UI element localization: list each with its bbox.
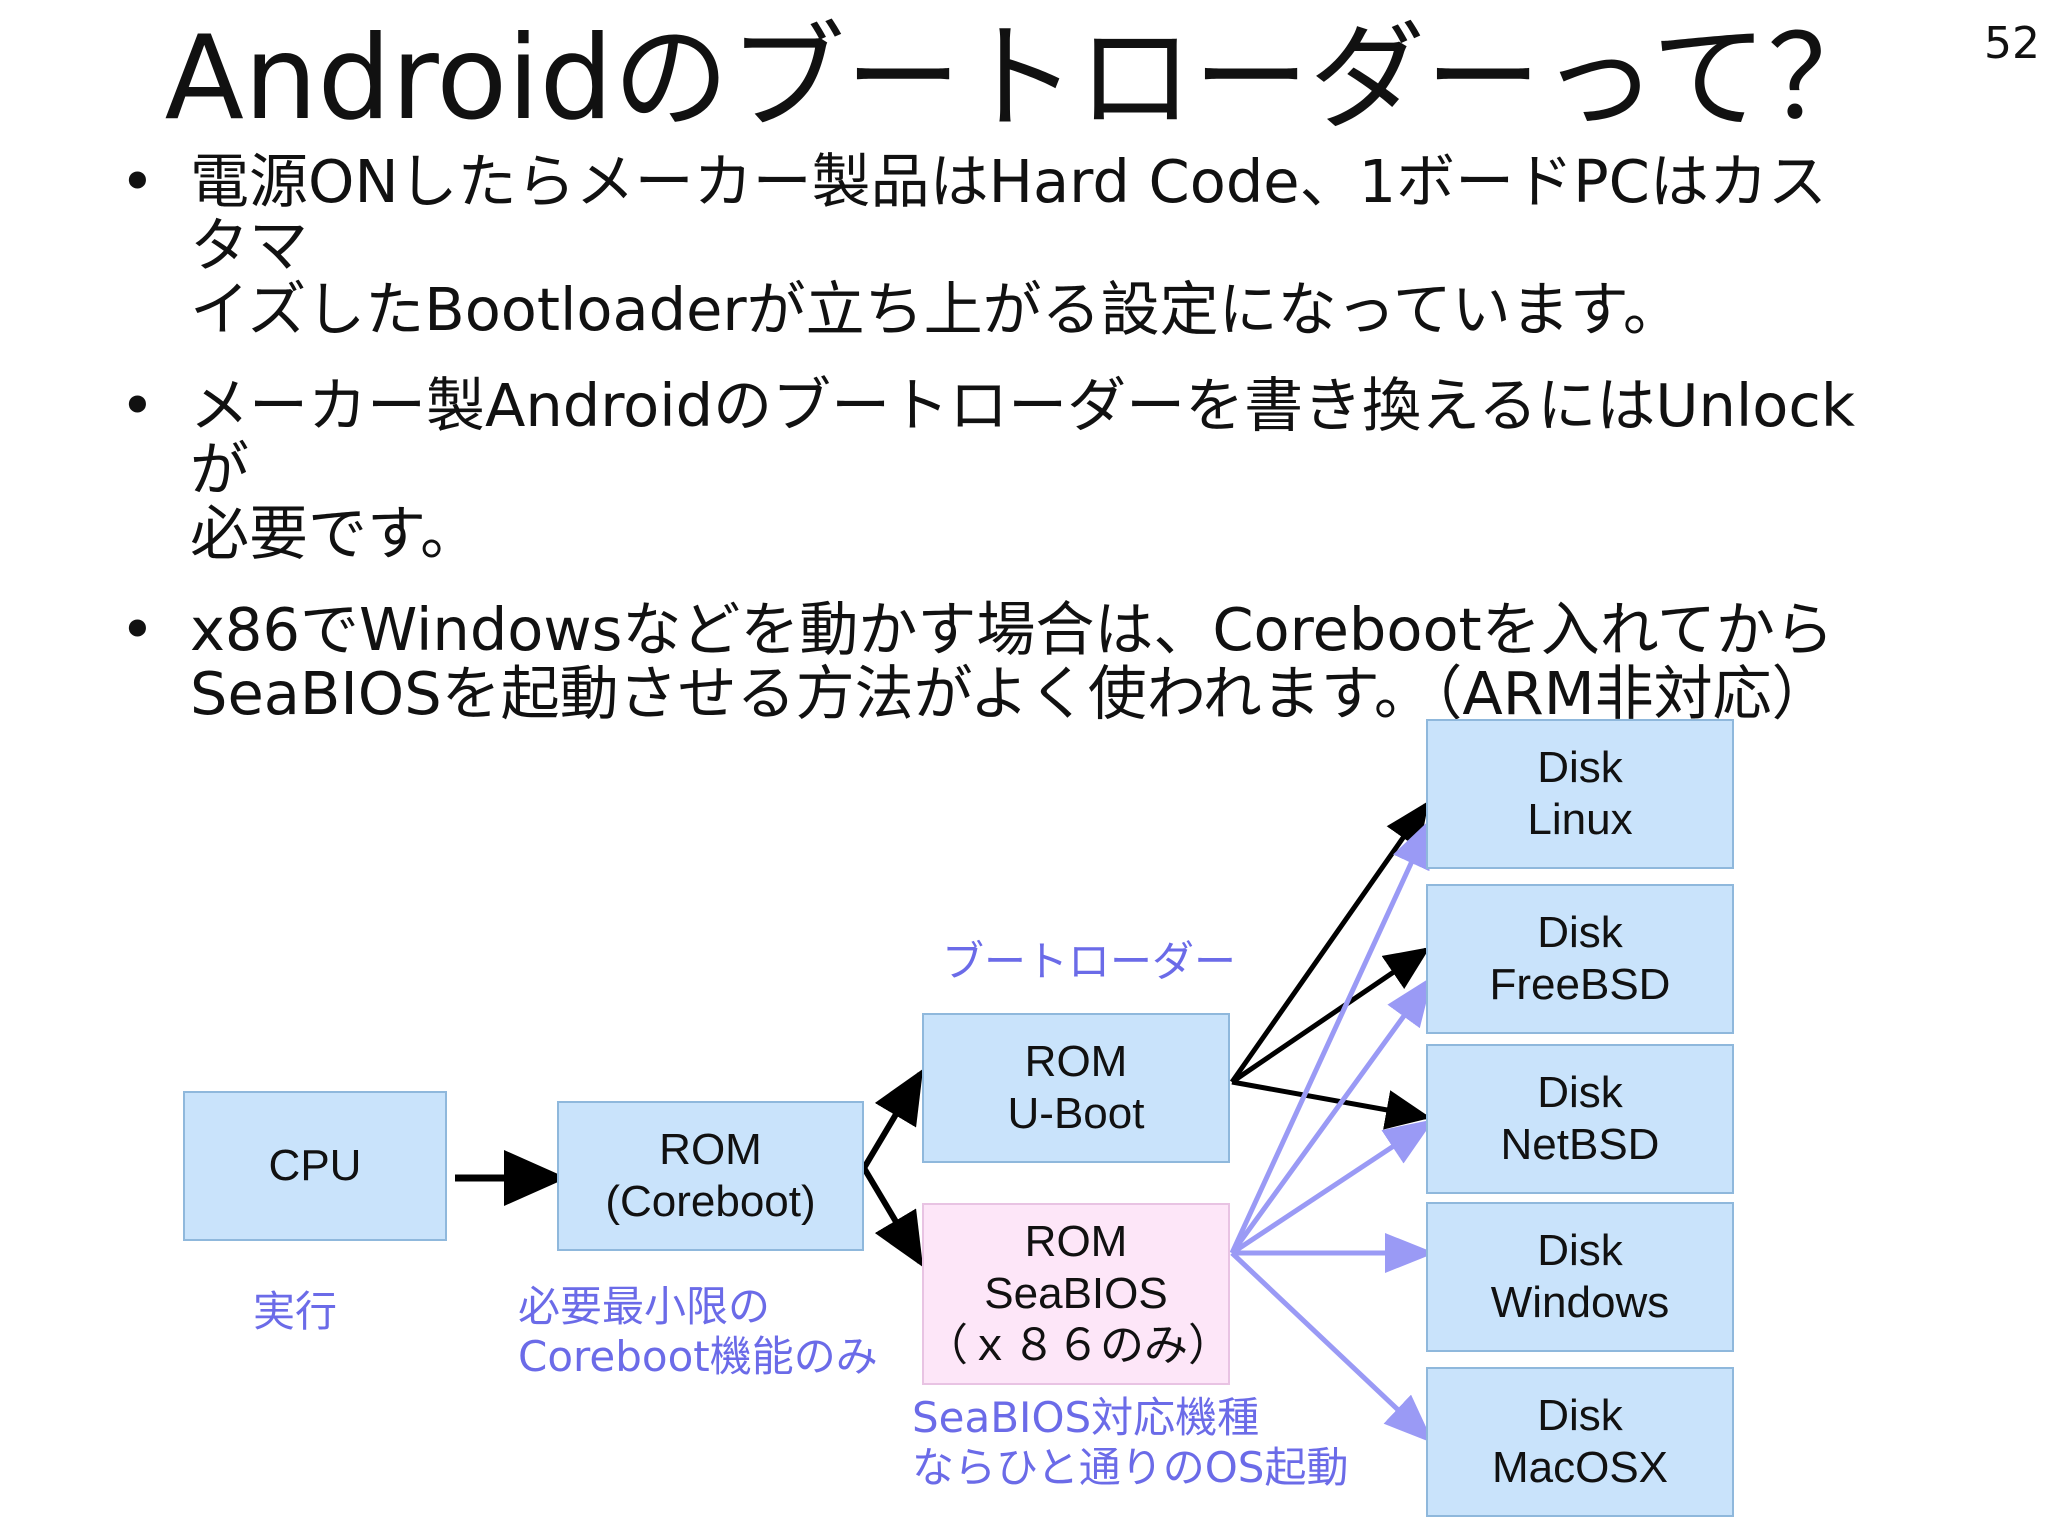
node-rom-coreboot-line1: ROM: [659, 1125, 762, 1174]
node-disk-freebsd: Disk FreeBSD: [1426, 884, 1734, 1034]
node-disk-netbsd: Disk NetBSD: [1426, 1044, 1734, 1194]
node-disk-linux-line1: Disk: [1537, 743, 1623, 792]
arrow-coreboot-to-seabios: [861, 1166, 924, 1268]
arrow-seabios-to-netbsd: [1230, 1119, 1435, 1256]
node-disk-macosx-line2: MacOSX: [1491, 1443, 1669, 1492]
node-rom-coreboot-line2: (Coreboot): [605, 1177, 816, 1226]
arrow-uboot-to-netbsd: [1231, 1079, 1431, 1130]
node-cpu: CPU: [183, 1091, 447, 1241]
arrow-uboot-to-freebsd: [1230, 947, 1431, 1085]
node-rom-coreboot: ROM (Coreboot): [557, 1101, 864, 1251]
node-disk-windows: Disk Windows: [1426, 1202, 1734, 1352]
node-disk-macosx: Disk MacOSX: [1426, 1367, 1734, 1517]
note-run: 実行: [253, 1287, 338, 1336]
node-rom-uboot: ROM U-Boot: [922, 1013, 1230, 1163]
node-rom-seabios: ROM SeaBIOS （ｘ８６のみ）: [922, 1203, 1232, 1385]
node-disk-freebsd-line1: Disk: [1537, 908, 1623, 957]
arrow-seabios-to-macosx: [1230, 1251, 1434, 1444]
note-coreboot-line1: 必要最小限の: [518, 1282, 771, 1331]
node-rom-seabios-line3: （ｘ８６のみ）: [924, 1321, 1232, 1370]
note-coreboot-line2: Coreboot機能のみ: [518, 1332, 878, 1381]
arrow-seabios-to-linux: [1229, 817, 1433, 1255]
slide-title: Androidのブートローダーって？: [164, 11, 1884, 146]
note-seabios-line1: SeaBIOS対応機種: [912, 1393, 1260, 1442]
note-seabios-line2: ならひと通りのOS起動: [912, 1443, 1349, 1492]
bullet-item-bootloader-default: 電源ONしたらメーカー製品はHard Code、1ボードPCはカスタマ イズした…: [120, 150, 1880, 342]
node-disk-linux: Disk Linux: [1426, 719, 1734, 869]
page-number: 52: [1984, 18, 2040, 69]
node-rom-seabios-line1: ROM: [1024, 1217, 1128, 1266]
arrow-seabios-to-freebsd: [1229, 975, 1433, 1255]
node-rom-seabios-line2: SeaBIOS: [984, 1269, 1168, 1318]
node-disk-windows-line1: Disk: [1537, 1226, 1623, 1275]
node-disk-freebsd-line2: FreeBSD: [1489, 960, 1671, 1009]
node-disk-windows-line2: Windows: [1490, 1278, 1670, 1327]
note-bootloader: ブートローダー: [942, 937, 1237, 986]
node-disk-macosx-line1: Disk: [1537, 1391, 1623, 1440]
arrow-coreboot-to-uboot: [861, 1068, 924, 1170]
node-rom-uboot-line1: ROM: [1024, 1037, 1128, 1086]
node-cpu-label: CPU: [268, 1141, 362, 1190]
bullet-item-unlock: メーカー製Androidのブートローダーを書き換えるにはUnlockが 必要です…: [120, 374, 1880, 566]
node-disk-linux-line2: Linux: [1527, 795, 1633, 844]
node-disk-netbsd-line2: NetBSD: [1500, 1120, 1660, 1169]
node-rom-uboot-line2: U-Boot: [1007, 1089, 1145, 1138]
bullet-item-coreboot-seabios: x86でWindowsなどを動かす場合は、Corebootを入れてから SeaB…: [120, 598, 1880, 726]
bullet-list: 電源ONしたらメーカー製品はHard Code、1ボードPCはカスタマ イズした…: [120, 150, 1880, 758]
node-disk-netbsd-line1: Disk: [1537, 1068, 1623, 1117]
